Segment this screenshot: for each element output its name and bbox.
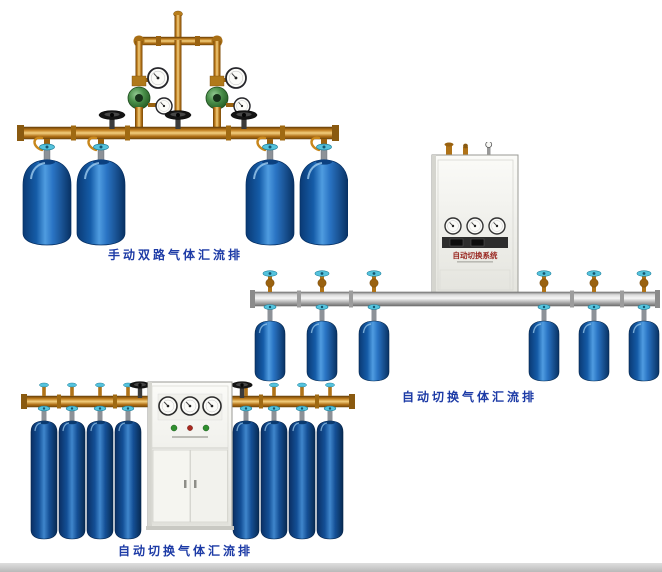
indicator-light bbox=[170, 424, 178, 432]
gas-cylinder bbox=[30, 405, 58, 540]
top-inlet-assembly bbox=[133, 10, 223, 118]
gas-cylinder bbox=[306, 303, 338, 382]
auto-manifold-bottom-illustration bbox=[21, 381, 355, 540]
pipe-valve-stub bbox=[325, 382, 335, 397]
indicator-light bbox=[187, 425, 193, 431]
gas-cylinder bbox=[316, 405, 344, 540]
handwheel-valve bbox=[230, 110, 258, 130]
gas-cylinder bbox=[58, 405, 86, 540]
auto-manifold-right-caption: 自动切换气体汇流排 bbox=[402, 390, 538, 404]
gas-cylinder bbox=[288, 405, 316, 540]
gas-cylinder bbox=[114, 405, 142, 540]
pressure-gauge bbox=[444, 217, 462, 235]
pressure-gauge bbox=[466, 217, 484, 235]
pressure-gauge bbox=[202, 396, 222, 416]
manifold-valve bbox=[586, 270, 602, 293]
cabinet-label: 自动切换系统 bbox=[453, 250, 498, 260]
manifold-valve bbox=[262, 270, 278, 293]
handwheel-valve bbox=[231, 381, 253, 398]
manifold-valve bbox=[366, 270, 382, 293]
auto-manifold-bottom-caption: 自动切换气体汇流排 bbox=[118, 544, 254, 558]
pipe-valve-stub bbox=[67, 382, 77, 397]
manifold-valve bbox=[314, 270, 330, 293]
gas-cylinder bbox=[86, 405, 114, 540]
gas-cylinder bbox=[232, 405, 260, 540]
handwheel-valve bbox=[164, 110, 192, 130]
cylinder-pigtails bbox=[33, 136, 327, 152]
manual-manifold-caption: 手动双路气体汇流排 bbox=[108, 248, 244, 262]
header-pipe bbox=[17, 125, 339, 141]
handwheel-valve bbox=[98, 110, 126, 130]
pipe-valve-stub bbox=[269, 382, 279, 397]
manifold-pipe bbox=[250, 290, 660, 308]
indicator-light bbox=[202, 424, 210, 432]
handwheel-valve bbox=[129, 381, 151, 398]
gas-cylinder bbox=[628, 303, 660, 382]
pipe-valve-stub bbox=[95, 382, 105, 397]
pressure-regulator-right bbox=[205, 67, 251, 129]
page-bottom-strip bbox=[0, 563, 662, 572]
cabinet-door bbox=[190, 449, 228, 523]
manifold-valve bbox=[636, 270, 652, 293]
auto-manifold-right-illustration: 自动切换系统 bbox=[250, 142, 660, 382]
cabinet-door bbox=[152, 449, 191, 523]
gas-cylinder bbox=[254, 303, 286, 382]
pressure-gauge bbox=[180, 396, 200, 416]
pressure-regulator-left bbox=[127, 67, 173, 129]
control-cabinet: 自动切换系统 bbox=[431, 142, 519, 296]
gas-cylinder bbox=[22, 143, 72, 246]
control-cabinet bbox=[146, 381, 234, 530]
pressure-gauge bbox=[225, 67, 247, 89]
gas-cylinder bbox=[578, 303, 610, 382]
gas-cylinder bbox=[260, 405, 288, 540]
pipe-valve-stub bbox=[39, 382, 49, 397]
gas-cylinder bbox=[76, 143, 126, 246]
manifold-valve bbox=[536, 270, 552, 293]
pressure-gauge bbox=[488, 217, 506, 235]
pressure-gauge bbox=[158, 396, 178, 416]
gas-cylinder bbox=[358, 303, 390, 382]
pressure-gauge bbox=[147, 67, 169, 89]
pipe-valve-stub bbox=[297, 382, 307, 397]
manual-manifold-illustration bbox=[17, 10, 348, 246]
gas-cylinder bbox=[528, 303, 560, 382]
